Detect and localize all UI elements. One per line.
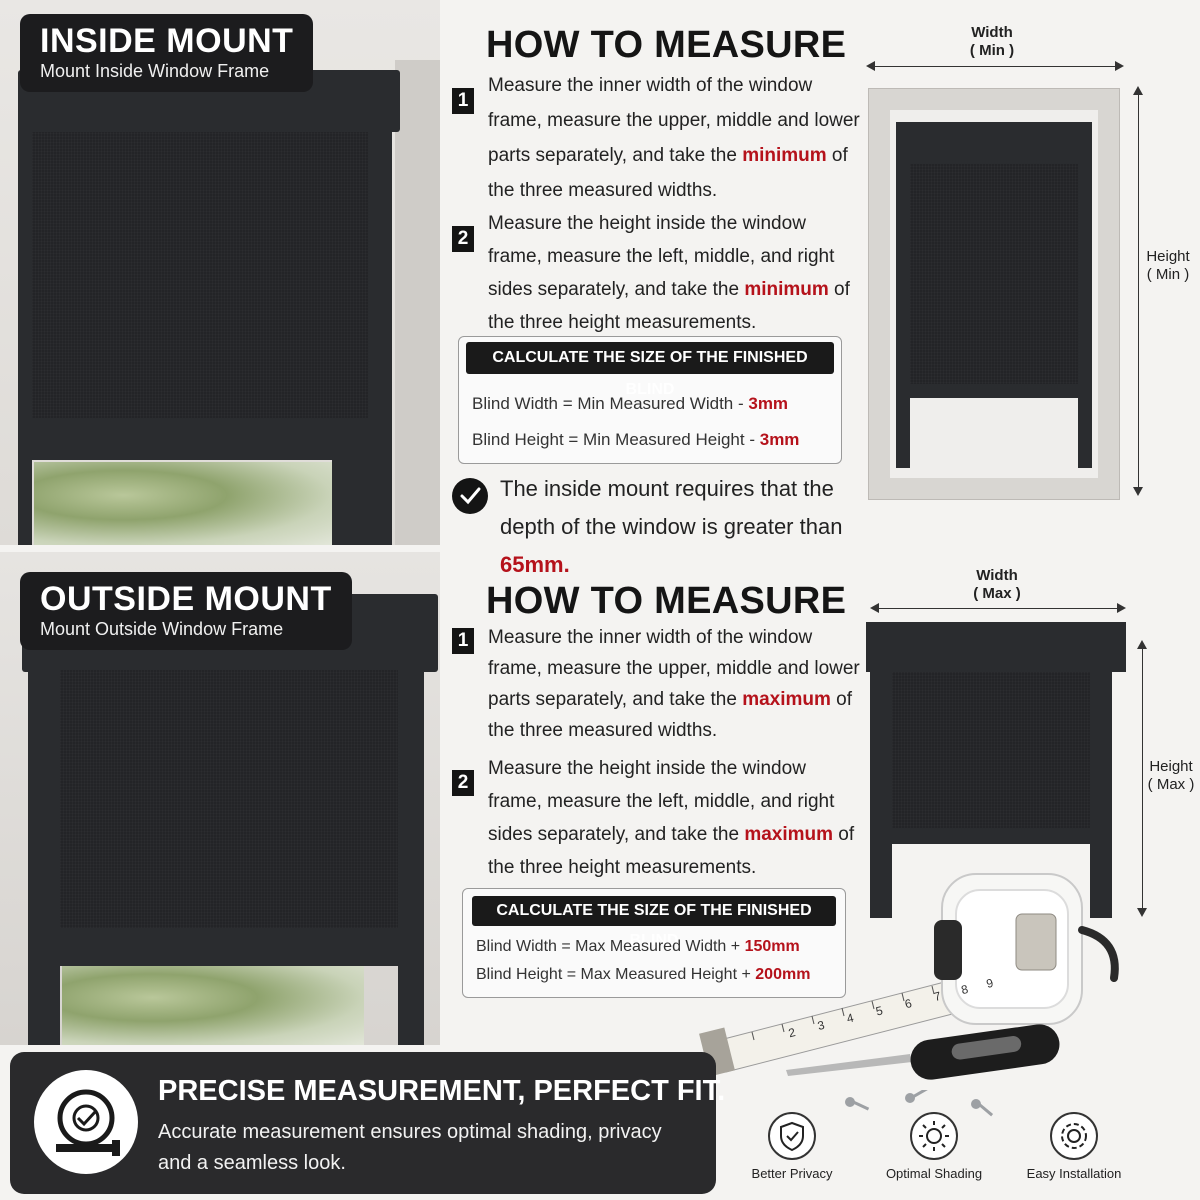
inside-height-dimension: [1138, 88, 1139, 494]
inside-diagram-bottom-bar: [906, 384, 1082, 398]
banner-text: Accurate measurement ensures optimal sha…: [158, 1121, 662, 1174]
outside-width-dimension: [872, 608, 1124, 609]
inside-step1-highlight: minimum: [742, 145, 827, 166]
inside-step2-number: 2: [452, 226, 474, 252]
window-view: [34, 462, 332, 545]
outside-calc-title: CALCULATE THE SIZE OF THE FINISHED BLIND: [472, 896, 836, 949]
check-icon: [452, 478, 488, 514]
outside-mount-subtitle: Mount Outside Window Frame: [40, 619, 284, 639]
inside-step1-text: Measure the inner width of the window fr…: [488, 75, 860, 201]
inside-mount-subtitle: Mount Inside Window Frame: [40, 61, 270, 81]
outside-height-dimension: [1142, 642, 1143, 914]
bottom-bar: [56, 928, 402, 966]
window-frame-left: [18, 95, 32, 545]
outside-step1-number: 1: [452, 628, 474, 654]
blind-fabric: [32, 132, 368, 422]
inside-mount-title: INSIDE MOUNT: [40, 22, 294, 60]
screws: [840, 1087, 1000, 1120]
inside-calc-width: Blind Width = Min Measured Width - 3mm: [472, 394, 789, 413]
arrow-down-icon: [1133, 487, 1143, 496]
inside-mount-tag: INSIDE MOUNT Mount Inside Window Frame: [20, 14, 314, 92]
outside-mount-tag: OUTSIDE MOUNT Mount Outside Window Frame: [20, 572, 352, 650]
blind-fabric: [60, 670, 398, 952]
outside-diagram-fabric: [892, 672, 1090, 832]
inside-calc-title: CALCULATE THE SIZE OF THE FINISHED BLIND: [466, 342, 834, 398]
outside-step2-text: Measure the height inside the window fra…: [488, 758, 855, 878]
inside-diagram-rail-left: [896, 122, 910, 468]
inside-step2-text: Measure the height inside the window fra…: [488, 213, 850, 333]
tape-measure-illustration: [690, 860, 1130, 1100]
sun-icon: [910, 1112, 958, 1160]
arrow-right-icon: [1115, 61, 1124, 71]
window-sash: [332, 458, 372, 545]
arrow-right-icon: [1117, 603, 1126, 613]
banner-title: PRECISE MEASUREMENT, PERFECT FIT.: [158, 1075, 726, 1107]
inside-heading: HOW TO MEASURE: [486, 24, 847, 66]
inside-step2-highlight: minimum: [744, 279, 829, 300]
wall-reveal: [395, 60, 440, 545]
side-rail-left: [28, 652, 60, 1045]
outside-diagram-rail-left: [870, 668, 892, 918]
inside-width-label: Width( Min ): [969, 24, 1015, 59]
bottom-bar: [28, 418, 373, 460]
arrow-up-icon: [1137, 640, 1147, 649]
outside-diagram-cassette: [866, 622, 1126, 672]
outside-step2-number: 2: [452, 770, 474, 796]
outside-width-label: Width( Max ): [973, 567, 1021, 602]
outside-step1-highlight: maximum: [742, 689, 831, 710]
shield-check-icon: [768, 1112, 816, 1160]
inside-height-label: Height( Min ): [1146, 248, 1190, 283]
inside-width-dimension: [868, 66, 1122, 67]
inside-step1-number: 1: [452, 88, 474, 114]
side-rail: [368, 130, 392, 545]
arrow-left-icon: [866, 61, 875, 71]
outside-heading: HOW TO MEASURE: [486, 580, 847, 622]
feature-label-installation: Easy Installation: [1026, 1166, 1122, 1181]
inside-depth-note: The inside mount requires that the depth…: [500, 476, 843, 577]
inside-diagram-cassette: [896, 122, 1092, 164]
inside-diagram-rail-right: [1078, 122, 1092, 468]
outside-height-label: Height( Max ): [1147, 758, 1195, 793]
outside-step1-text: Measure the inner width of the window fr…: [488, 627, 860, 741]
inside-calc-height: Blind Height = Min Measured Height - 3mm: [472, 430, 800, 449]
inside-diagram-fabric: [910, 164, 1078, 386]
tape-measure-icon: [34, 1070, 138, 1174]
window-view: [62, 966, 364, 1045]
outside-calc-width: Blind Width = Max Measured Width + 150mm: [476, 938, 800, 955]
feature-label-shading: Optimal Shading: [885, 1166, 983, 1181]
feature-label-privacy: Better Privacy: [751, 1166, 833, 1181]
arrow-down-icon: [1137, 908, 1147, 917]
arrow-up-icon: [1133, 86, 1143, 95]
outside-calc-height: Blind Height = Max Measured Height + 200…: [476, 966, 811, 983]
arrow-left-icon: [870, 603, 879, 613]
gear-icon: [1050, 1112, 1098, 1160]
outside-diagram-rail-right: [1090, 668, 1112, 918]
outside-diagram-bottom-bar: [888, 828, 1094, 844]
outside-mount-title: OUTSIDE MOUNT: [40, 580, 332, 618]
side-rail-right: [398, 652, 424, 1045]
outside-step2-highlight: maximum: [744, 824, 834, 845]
